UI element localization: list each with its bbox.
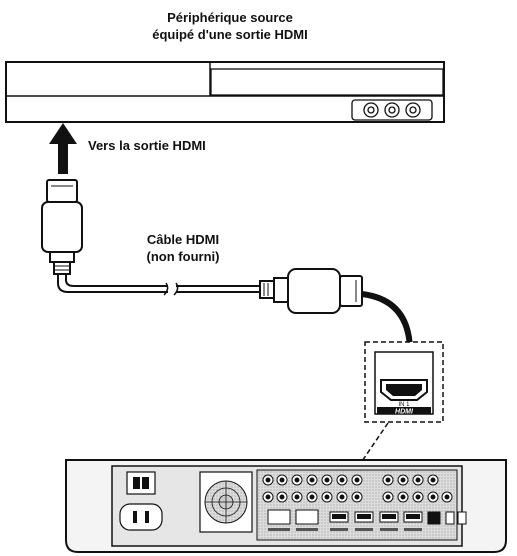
port-number: IN 1 (398, 402, 410, 408)
hdmi-plug-icon (259, 268, 363, 314)
rca-jack-panel (262, 474, 453, 503)
arrow-up-icon (49, 123, 77, 174)
cable-label-line2: (non fourni) (146, 249, 220, 264)
hdmi-cable (41, 179, 363, 314)
port-label: HDMI (395, 409, 414, 416)
port-label-strips (268, 528, 422, 531)
source-device (5, 61, 445, 123)
rca-jacks (363, 102, 421, 118)
hdmi-port-callout: IN 1 HDMI (355, 341, 444, 471)
power-switch (126, 471, 156, 495)
source-title-line2: équipé d'une sortie HDMI (152, 27, 308, 42)
hdmi-plug-icon (41, 179, 83, 275)
source-device-title: Périphérique source équipé d'une sortie … (100, 9, 360, 43)
av-receiver (65, 459, 507, 553)
fan-icon (199, 471, 253, 533)
source-title-line1: Périphérique source (167, 10, 293, 25)
rear-ports-row (267, 509, 467, 525)
cable-label: Câble HDMI (non fourni) (128, 231, 238, 265)
power-inlet-icon (119, 503, 163, 531)
to-hdmi-output-label: Vers la sortie HDMI (88, 138, 206, 153)
cable-label-line1: Câble HDMI (146, 232, 220, 247)
